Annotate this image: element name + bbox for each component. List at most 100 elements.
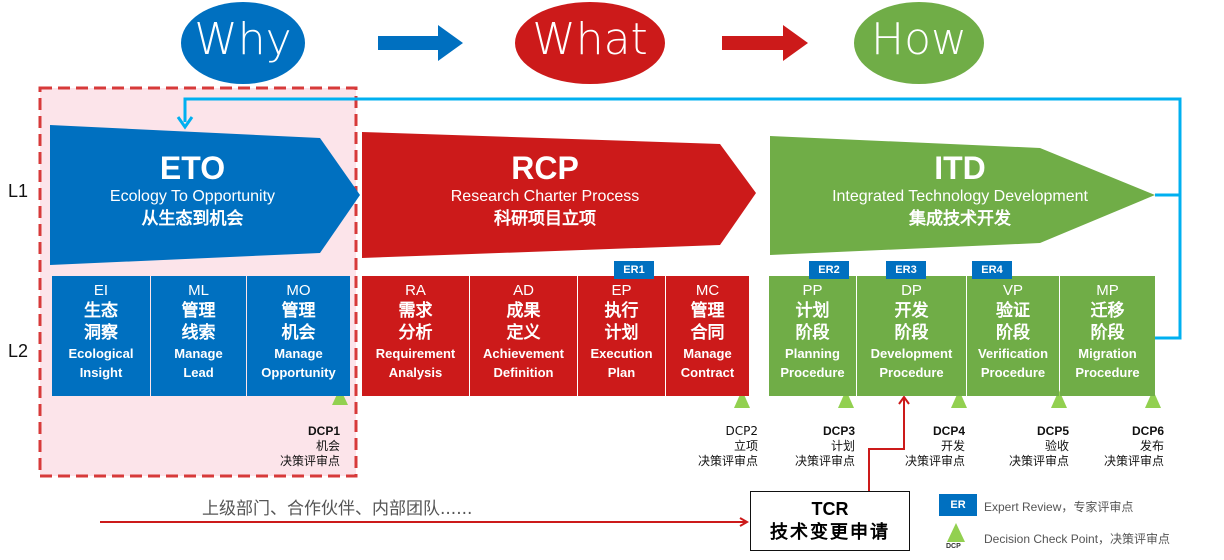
stage-en-1: Manage — [174, 346, 223, 361]
legend-er-text: Expert Review，专家评审点 — [984, 500, 1134, 514]
stage-cn-2: 分析 — [398, 323, 433, 343]
stage-cn-2: 计划 — [604, 323, 639, 343]
dcp3-triangle-icon — [838, 390, 854, 408]
stage-en-2: Analysis — [388, 365, 443, 380]
dcp-code: DCP6 — [1131, 424, 1164, 438]
stage-en-2: Opportunity — [261, 365, 336, 380]
er4-badge: ER4 — [972, 261, 1012, 279]
why-label: Why — [194, 14, 292, 65]
stage-abbr: AD — [513, 282, 534, 299]
feedback-loop-line — [183, 97, 1182, 197]
dcp1-label: DCP1 机会 决策评审点 — [260, 424, 340, 469]
dcp5-triangle-icon — [1051, 390, 1067, 408]
stage-mc[interactable]: MC 管理 合同 Manage Contract — [666, 276, 749, 396]
rcp-cn: 科研项目立项 — [494, 209, 596, 229]
legend-dcp-triangle-icon — [947, 523, 965, 542]
what-label: What — [532, 14, 648, 65]
stage-mo[interactable]: MO 管理 机会 Manage Opportunity — [247, 276, 350, 396]
stage-cn-2: 阶段 — [1090, 323, 1125, 343]
itd-abbr: ITD — [934, 150, 986, 186]
stage-cn-1: 需求 — [398, 301, 433, 321]
dcp4-label: DCP4 开发 决策评审点 — [885, 424, 965, 469]
stage-abbr: PP — [802, 282, 823, 299]
stage-en-2: Procedure — [1075, 365, 1140, 380]
dcp-code: DCP5 — [1036, 424, 1069, 438]
eto-chevron — [50, 125, 360, 265]
stage-cn-1: 管理 — [690, 301, 725, 321]
stage-abbr: DP — [901, 282, 922, 299]
stage-dp[interactable]: DP 开发 阶段 Development Procedure — [857, 276, 966, 396]
stage-ei[interactable]: EI 生态 洞察 Ecological Insight — [52, 276, 150, 396]
dcp-name: 机会 — [315, 439, 340, 453]
stage-ra[interactable]: RA 需求 分析 Requirement Analysis — [362, 276, 469, 396]
stage-en-2: Plan — [607, 365, 636, 380]
dcp-suffix: 决策评审点 — [794, 454, 855, 468]
level-l1-label: L1 — [8, 181, 29, 201]
stage-cn-2: 合同 — [690, 323, 725, 343]
tcr-cn: 技术变更申请 — [770, 522, 890, 543]
stage-mp[interactable]: MP 迁移 阶段 Migration Procedure — [1060, 276, 1155, 396]
stage-en-1: Manage — [274, 346, 323, 361]
stage-cn-1: 开发 — [894, 301, 929, 321]
tcr-to-dp-line — [868, 398, 905, 491]
dcp4-triangle-icon — [951, 390, 967, 408]
stage-pp[interactable]: PP 计划 阶段 Planning Procedure — [769, 276, 856, 396]
itd-chevron — [770, 136, 1155, 255]
dcp-name: 立项 — [733, 439, 758, 453]
stage-cn-1: 管理 — [181, 301, 216, 321]
partners-arrowhead-icon — [739, 517, 750, 527]
dcp6-triangle-icon — [1145, 390, 1161, 408]
stage-ad[interactable]: AD 成果 定义 Achievement Definition — [470, 276, 577, 396]
stage-en-1: Execution — [590, 346, 653, 361]
dcp-code: DCP1 — [307, 424, 340, 438]
legend-dcp-badge: DCP — [946, 543, 961, 550]
rcp-abbr: RCP — [511, 150, 579, 186]
dcp-name: 计划 — [830, 439, 855, 453]
stage-en-2: Contract — [680, 365, 735, 380]
stage-cn-1: 生态 — [84, 301, 118, 321]
eto-process[interactable]: ETO Ecology To Opportunity 从生态到机会 — [50, 150, 335, 230]
stage-cn-1: 验证 — [996, 301, 1030, 321]
stage-abbr: VP — [1002, 282, 1023, 299]
tcr-box[interactable]: TCR 技术变更申请 — [750, 491, 910, 551]
stage-abbr: EI — [93, 282, 109, 299]
rcp-process[interactable]: RCP Research Charter Process 科研项目立项 — [380, 150, 710, 230]
stage-cn-2: 阶段 — [795, 323, 830, 343]
dcp1-triangle-icon — [332, 388, 348, 405]
er2-badge: ER2 — [809, 261, 849, 279]
tcr-abbr: TCR — [811, 499, 849, 519]
stage-en-1: Development — [870, 346, 953, 361]
dcp-code: DCP4 — [932, 424, 965, 438]
er1-badge: ER1 — [614, 261, 654, 279]
stage-ml[interactable]: ML 管理 线索 Manage Lead — [151, 276, 246, 396]
dcp2-label: DCP2 立项 决策评审点 — [678, 424, 758, 469]
dcp-suffix: 决策评审点 — [904, 454, 965, 468]
how-label: How — [871, 14, 967, 65]
what-to-how-arrow — [722, 25, 808, 61]
stage-en-1: Achievement — [483, 346, 564, 361]
stage-en-1: Ecological — [68, 346, 134, 361]
stage-cn-2: 洞察 — [84, 323, 118, 343]
stage-en-2: Definition — [493, 365, 554, 380]
why-to-what-arrow — [378, 25, 463, 61]
stage-en-1: Requirement — [375, 346, 456, 361]
stage-ep[interactable]: EP 执行 计划 Execution Plan — [578, 276, 665, 396]
eto-abbr: ETO — [159, 150, 226, 186]
how-oval — [854, 2, 984, 84]
stage-abbr: EP — [611, 282, 632, 299]
stage-cn-2: 阶段 — [996, 323, 1030, 343]
stage-cn-2: 机会 — [281, 323, 316, 343]
stage-en-1: Planning — [785, 346, 840, 361]
stage-en-1: Manage — [683, 346, 732, 361]
legend-dcp-text: Decision Check Point，决策评审点 — [984, 532, 1171, 546]
dcp5-label: DCP5 验收 决策评审点 — [989, 424, 1069, 469]
stage-abbr: MP — [1096, 282, 1119, 299]
itd-process[interactable]: ITD Integrated Technology Development 集成… — [780, 150, 1140, 230]
stage-vp[interactable]: VP 验证 阶段 Verification Procedure — [967, 276, 1059, 396]
stage-cn-2: 阶段 — [894, 323, 929, 343]
rcp-en: Research Charter Process — [450, 188, 640, 205]
dcp6-label: DCP6 发布 决策评审点 — [1084, 424, 1164, 469]
level-l2-label: L2 — [8, 341, 29, 361]
dcp-name: 验收 — [1044, 439, 1069, 453]
